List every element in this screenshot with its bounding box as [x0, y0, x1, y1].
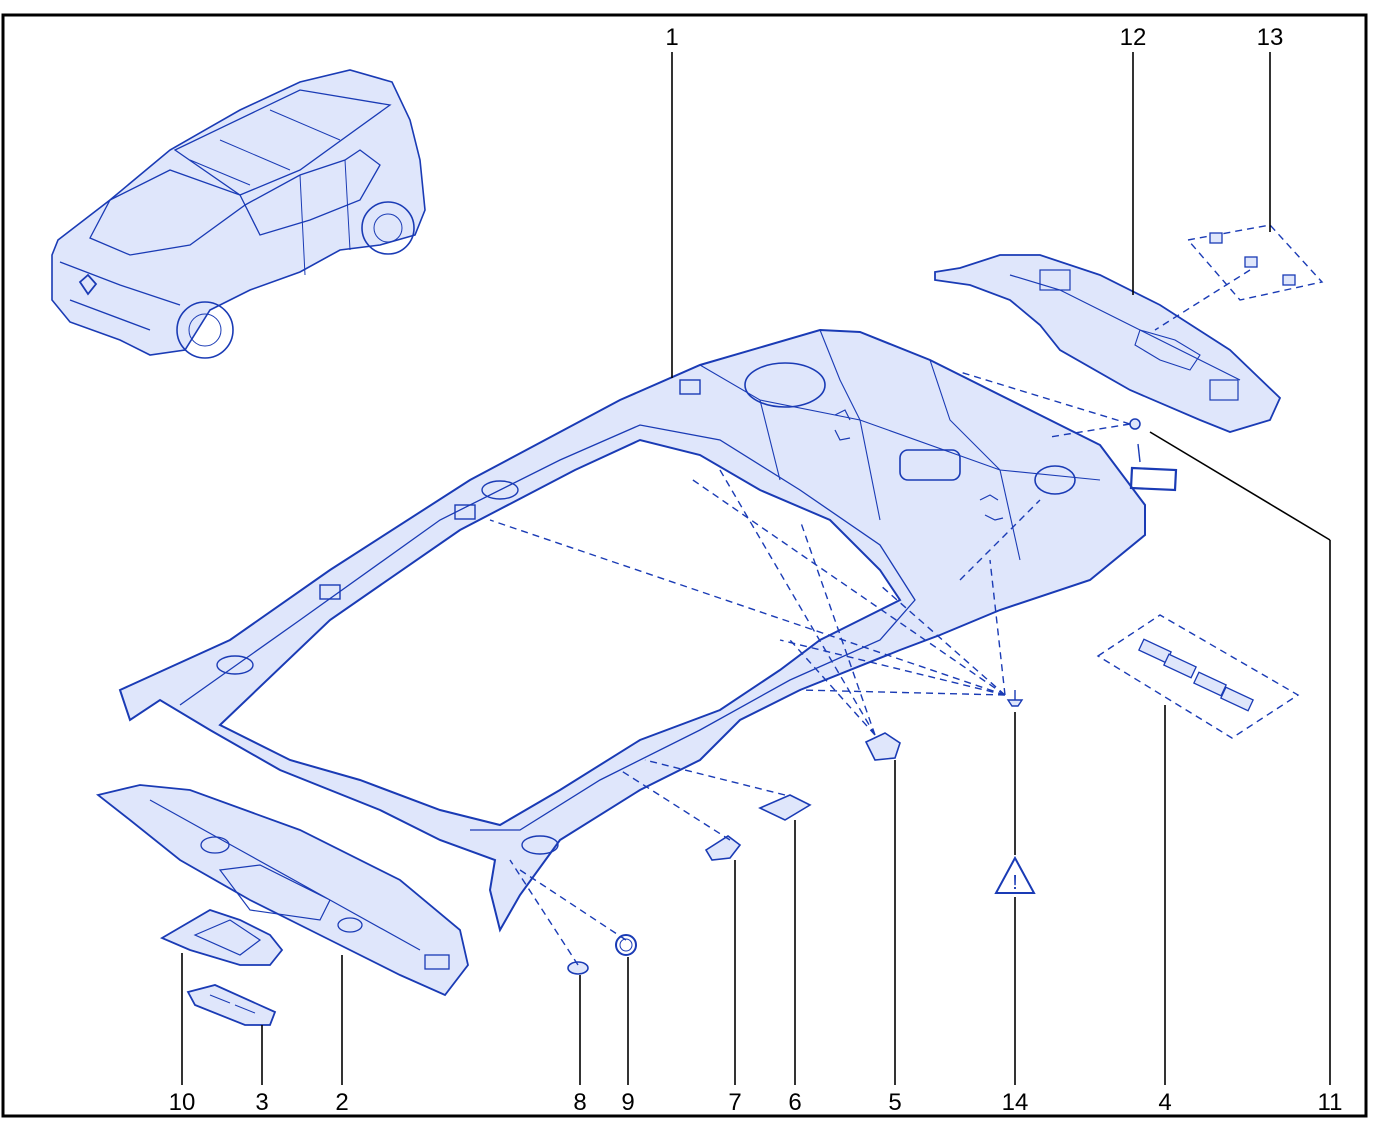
callout-7: 7: [728, 1089, 741, 1116]
assembly-guide-lines: [489, 269, 1251, 966]
rear-trim-panel: [934, 254, 1282, 433]
callout-11: 11: [1318, 1089, 1343, 1116]
diagram-frame: [1, 13, 1368, 1118]
clip-part-11: [1129, 418, 1178, 492]
callout-labels: 1 12 13 10 3 2 8 9 7 6 5 14 4 11: [169, 24, 1343, 1116]
callout-2: 2: [335, 1089, 348, 1116]
callout-13: 13: [1257, 24, 1284, 51]
callout-10: 10: [169, 1089, 196, 1116]
callout-12: 12: [1120, 24, 1147, 51]
callout-3: 3: [255, 1089, 268, 1116]
callout-9: 9: [621, 1089, 634, 1116]
callout-4: 4: [1158, 1089, 1171, 1116]
callout-5: 5: [888, 1089, 901, 1116]
console-cover-part: [186, 984, 277, 1026]
pad-set-4: [1096, 614, 1300, 739]
headliner-part: [118, 328, 1146, 933]
callout-14: 14: [1002, 1089, 1029, 1116]
front-console-panel: [95, 784, 469, 997]
small-parts: [567, 690, 1024, 975]
callout-1: 1: [665, 24, 678, 51]
overhead-console-part: [160, 909, 284, 966]
warning-symbol: !: [1012, 872, 1018, 894]
vehicle-illustration: [51, 69, 426, 359]
callout-6: 6: [788, 1089, 801, 1116]
clip-set-13: [1186, 224, 1324, 301]
warning-triangle-icon: !: [994, 855, 1036, 894]
leader-lines: [181, 52, 1331, 1085]
callout-8: 8: [573, 1089, 586, 1116]
